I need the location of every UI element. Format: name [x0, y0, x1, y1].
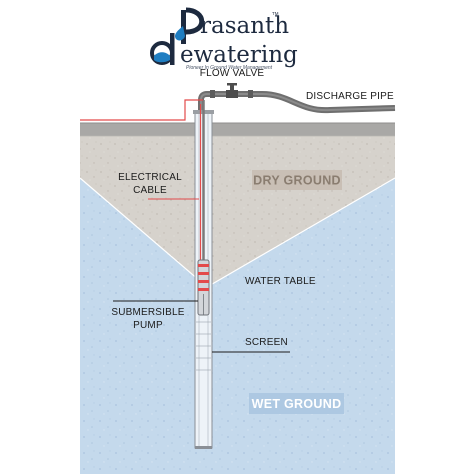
- logo-line2: ewatering: [180, 42, 298, 68]
- brand-logo: rasanth TM ewatering Pioneer In Ground W…: [150, 7, 298, 71]
- surface-layer: [80, 123, 395, 136]
- submersible-pump-label-line2: PUMP: [133, 320, 163, 331]
- dry-ground-label: DRY GROUND: [253, 174, 341, 188]
- electrical-cable-label-line1: ELECTRICAL: [118, 172, 182, 183]
- electrical-cable-label-line2: CABLE: [133, 185, 167, 196]
- dry-ground-badge: DRY GROUND: [252, 170, 342, 190]
- flow-valve-icon: [226, 83, 238, 98]
- logo-line1: rasanth: [200, 13, 289, 39]
- submersible-pump-label-line1: SUBMERSIBLE: [111, 307, 184, 318]
- screen-label: SCREEN: [245, 337, 288, 348]
- flow-valve-label: FLOW VALVE: [200, 68, 265, 79]
- well-screen: [196, 321, 211, 371]
- logo-d-initial-icon: [150, 33, 175, 65]
- water-table-label: WATER TABLE: [245, 276, 316, 287]
- wet-ground-badge: WET GROUND: [249, 393, 344, 414]
- logo-trademark: TM: [272, 11, 279, 16]
- submersible-pump: [197, 259, 210, 316]
- electrical-cable-surface: [80, 99, 203, 121]
- logo-tagline: Pioneer In Ground Water Management: [186, 65, 273, 71]
- discharge-pipe: [198, 90, 396, 123]
- wet-ground-label: WET GROUND: [252, 397, 342, 411]
- discharge-pipe-label: DISCHARGE PIPE: [306, 91, 394, 102]
- logo-p-initial-icon: [174, 7, 205, 44]
